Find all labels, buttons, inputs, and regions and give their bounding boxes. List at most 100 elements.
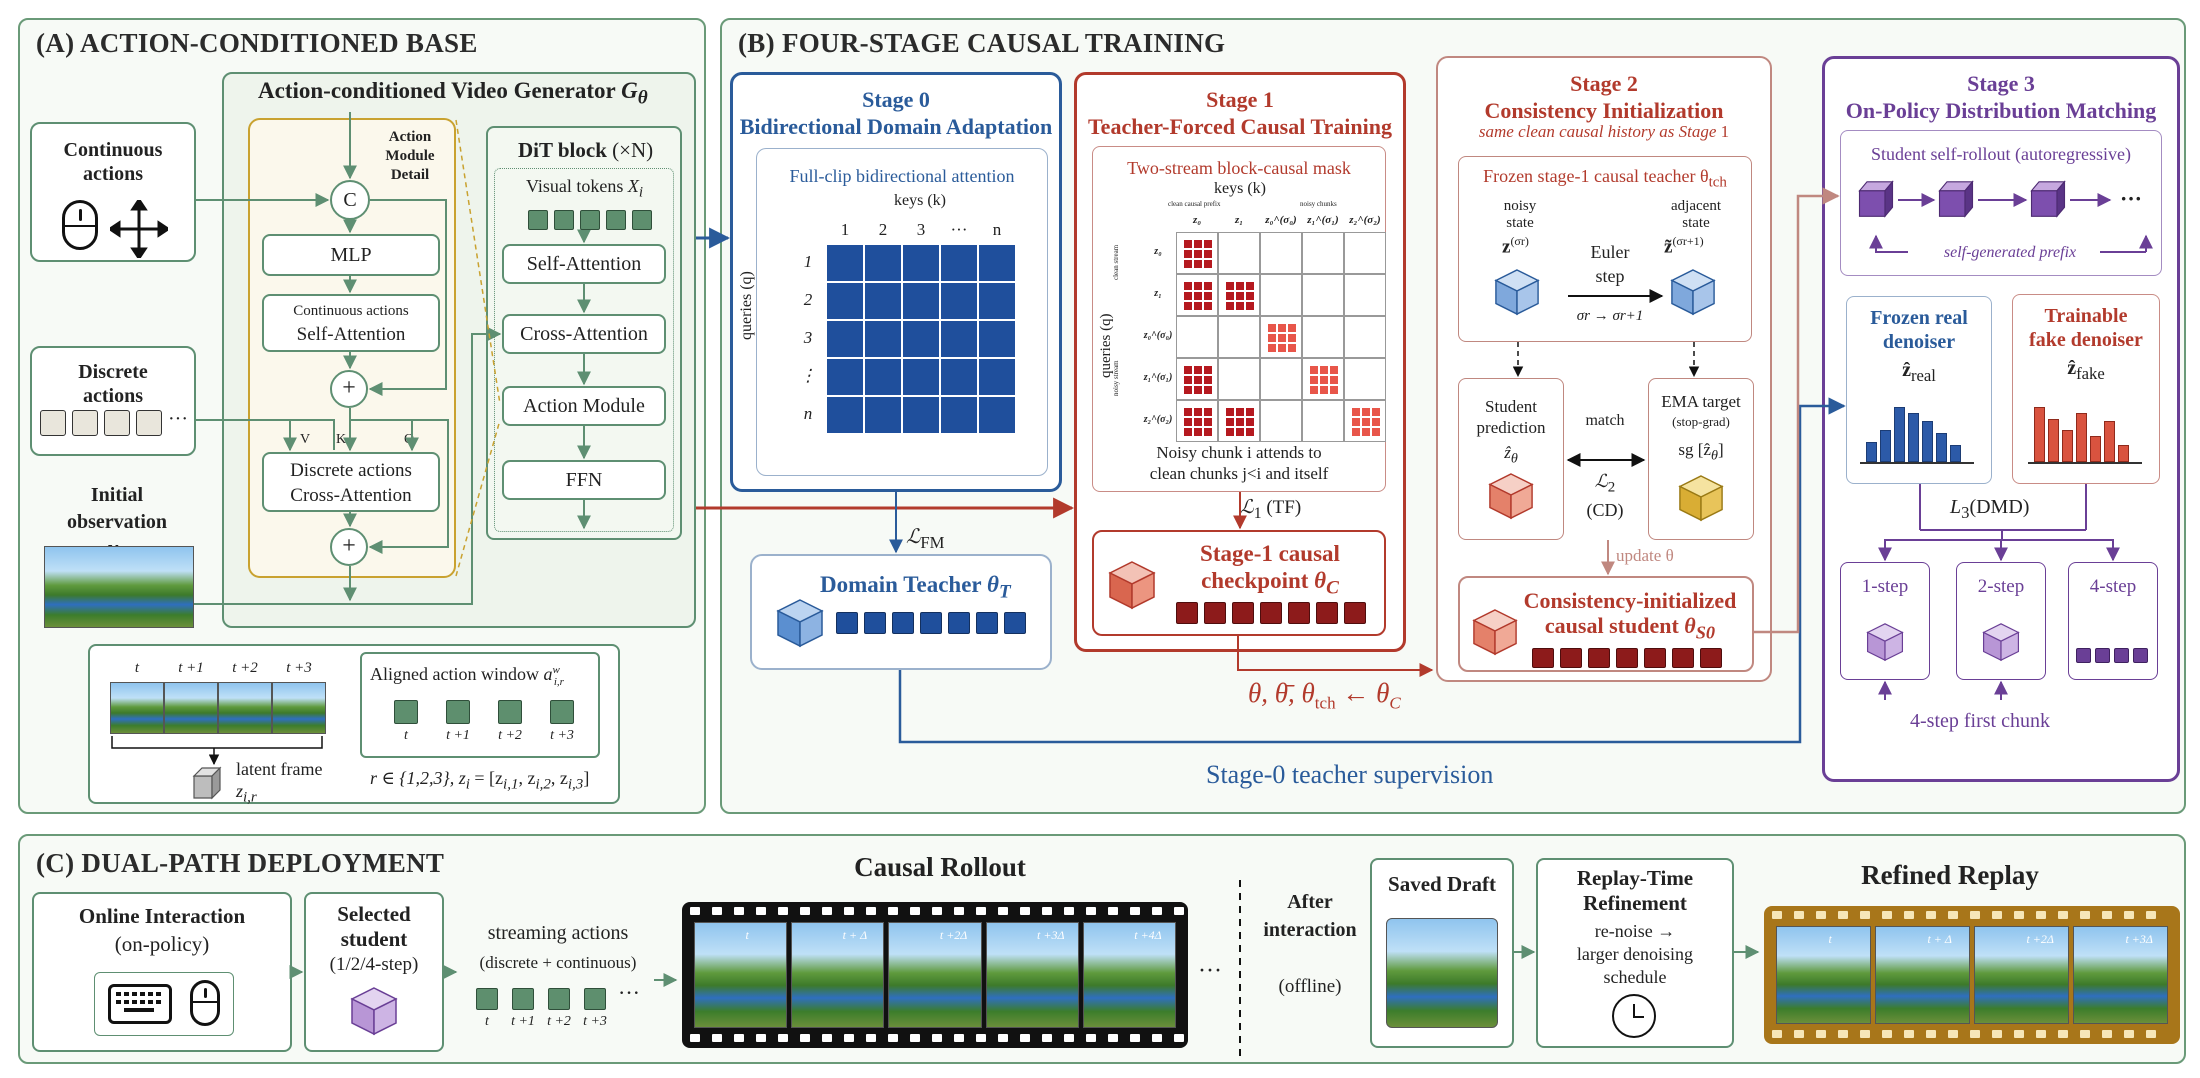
film-hole xyxy=(734,907,744,915)
mask-subcell xyxy=(1320,386,1328,394)
sigma-step-label: σr → σr+1 xyxy=(1576,308,1644,324)
mask-subcell xyxy=(1288,334,1296,342)
replay-refinement-label: Replay-Time Refinement xyxy=(1576,866,1694,915)
mask-subcell xyxy=(1204,418,1212,426)
film-hole xyxy=(712,1034,722,1042)
mask-subcell xyxy=(1194,386,1202,394)
mask-subcell xyxy=(1204,282,1212,290)
aligned-window-label: t +1 xyxy=(446,728,470,743)
stage1-title: Stage 1 Teacher-Forced Causal Training xyxy=(1088,87,1392,139)
mask-subcell xyxy=(1184,376,1192,384)
rollout-title: Student self-rollout (autoregressive) xyxy=(1871,144,2131,164)
film-hole xyxy=(800,1034,810,1042)
film-hole xyxy=(2124,911,2134,919)
mask-subcell xyxy=(1194,292,1202,300)
mask-subcell xyxy=(1330,386,1338,394)
mask-subcell xyxy=(1184,260,1192,268)
mask-subcell xyxy=(1226,302,1234,310)
film-hole xyxy=(888,1034,898,1042)
plus-node-2: + xyxy=(330,528,368,566)
mask-subcell xyxy=(1204,428,1212,436)
dit-ffn: FFN xyxy=(502,460,666,500)
student-token xyxy=(1644,648,1666,668)
frame-thumbnail xyxy=(272,682,326,734)
match-label: match xyxy=(1585,412,1625,429)
film-hole xyxy=(2058,1030,2068,1038)
update-theta-label: update θ xyxy=(1616,546,1674,565)
attention-cell xyxy=(864,282,902,320)
aligned-window-label: t +3 xyxy=(550,728,574,743)
continuous-actions-box: Continuous actions xyxy=(30,122,196,262)
visual-token xyxy=(554,210,574,230)
mask-subcell xyxy=(1194,366,1202,374)
discrete-cross-attention-block: Discrete actions Cross-Attention xyxy=(262,452,440,512)
student-token xyxy=(1532,648,1554,668)
self-generated-prefix: self-generated prefix xyxy=(1943,244,2077,261)
mask-subcell xyxy=(1288,324,1296,332)
stage1-row-label: z₂^(σ₂) xyxy=(1143,414,1173,425)
film-hole xyxy=(1772,1030,1782,1038)
attention-cell xyxy=(978,244,1016,282)
step4-token xyxy=(2114,648,2129,663)
real-bar xyxy=(1950,444,1961,462)
film-hole xyxy=(866,907,876,915)
mask-subcell xyxy=(1204,376,1212,384)
dit-block-title: DiT block (×N) xyxy=(518,138,654,162)
stream-token xyxy=(476,988,498,1010)
domain-teacher-token xyxy=(864,612,886,634)
film-hole xyxy=(1794,1030,1804,1038)
fake-bar xyxy=(2034,406,2045,462)
step4-token xyxy=(2095,648,2110,663)
stage0-row-label: 1 xyxy=(803,252,813,271)
mask-subcell xyxy=(1320,366,1328,374)
z-tilde: z̃(σr+1) xyxy=(1664,234,1704,258)
mask-subcell xyxy=(1246,418,1254,426)
mask-subcell xyxy=(1184,366,1192,374)
film-hole xyxy=(2080,911,2090,919)
film-hole xyxy=(1794,911,1804,919)
visual-tokens-label: Visual tokens Xi xyxy=(526,176,644,201)
student-token xyxy=(1616,648,1638,668)
mask-cell xyxy=(1176,400,1218,442)
film-hole xyxy=(910,907,920,915)
attention-cell xyxy=(826,282,864,320)
stage1-col-label: z₀ xyxy=(1192,214,1202,226)
move-arrows-icon xyxy=(110,200,168,258)
student-prediction-label: Student prediction ẑθ xyxy=(1476,397,1546,467)
stage0-row-label: 3 xyxy=(803,328,813,347)
mask-subcell xyxy=(1194,260,1202,268)
mask-cell xyxy=(1344,358,1386,400)
discrete-ellipsis: ··· xyxy=(168,408,188,430)
film-hole xyxy=(932,1034,942,1042)
film-hole xyxy=(2146,911,2156,919)
film-hole xyxy=(1174,1034,1184,1042)
fake-bar xyxy=(2104,421,2115,462)
noisy-state-label: noisy state xyxy=(1503,198,1537,231)
film-hole xyxy=(1926,911,1936,919)
attention-cell xyxy=(826,244,864,282)
frame-label: t +1 xyxy=(178,660,204,676)
film-hole xyxy=(1020,1034,1030,1042)
mask-subcell xyxy=(1236,282,1244,290)
r-formula: r ∈ {1,2,3}, zi = [zi,1, zi,2, zi,3] xyxy=(370,768,590,793)
attention-cell xyxy=(978,396,1016,434)
film-hole xyxy=(1926,1030,1936,1038)
mask-cell xyxy=(1344,232,1386,274)
mask-subcell xyxy=(1246,428,1254,436)
mask-subcell xyxy=(1184,282,1192,290)
mask-subcell xyxy=(1204,408,1212,416)
mask-subcell xyxy=(1236,292,1244,300)
mask-subcell xyxy=(1184,302,1192,310)
mask-cell xyxy=(1302,232,1344,274)
film-hole xyxy=(1860,1030,1870,1038)
mask-subcell xyxy=(1246,408,1254,416)
mask-subcell xyxy=(1268,324,1276,332)
frozen-teacher-label: Frozen stage-1 causal teacher θtch xyxy=(1483,166,1727,191)
selected-student-label: Selected student (1/2/4-step) xyxy=(329,902,419,975)
mask-cell xyxy=(1302,274,1344,316)
attention-cell xyxy=(864,358,902,396)
mask-subcell xyxy=(1372,418,1380,426)
attention-cell xyxy=(864,320,902,358)
film-hole xyxy=(1108,1034,1118,1042)
step4-label: 4-step xyxy=(2089,576,2137,597)
